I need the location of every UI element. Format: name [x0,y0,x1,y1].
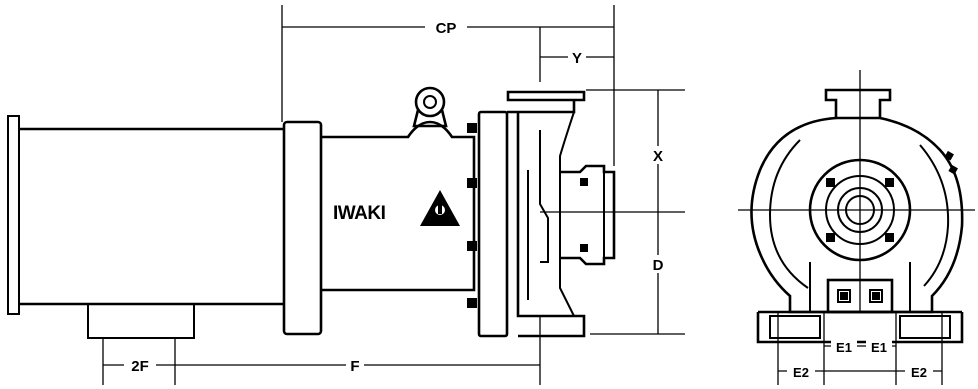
flange-bolts [467,123,477,308]
brand-logo: IWAKI [333,203,386,224]
warning-triangle-icon [420,190,460,226]
dim-label-e1-left: E1 [836,340,852,355]
dim-label-e2-left: E2 [793,365,809,380]
discharge-nozzle [824,88,892,120]
dimension-x-d: X D [586,89,685,335]
dim-label-cp: CP [436,20,457,37]
dim-label-2f: 2F [131,358,149,375]
pump-casing [506,90,586,338]
motor-flange [282,120,323,336]
front-view: E1 E1 E2 E2 [738,70,975,385]
dim-label-y: Y [572,50,582,67]
side-view: IWAKI CP Y [7,5,685,385]
dim-label-x: X [653,148,663,165]
dim-label-e2-right: E2 [911,365,927,380]
motor-foot [87,303,195,339]
casing-flange [477,110,509,338]
pump-base [756,262,964,344]
suction-nozzle [560,164,616,266]
dim-label-d: D [653,257,664,274]
bracket [321,120,476,292]
dimension-y: Y [539,27,614,82]
dimension-e1-e2: E1 E1 E2 E2 [777,312,943,385]
dimension-2f-f: 2F F [102,316,541,385]
dim-label-f: F [350,358,359,375]
motor [7,115,285,315]
dim-label-e1-right: E1 [871,340,887,355]
lifting-eye-icon [412,86,448,128]
volute-outline [750,116,964,314]
dimension-cp: CP [281,5,615,166]
